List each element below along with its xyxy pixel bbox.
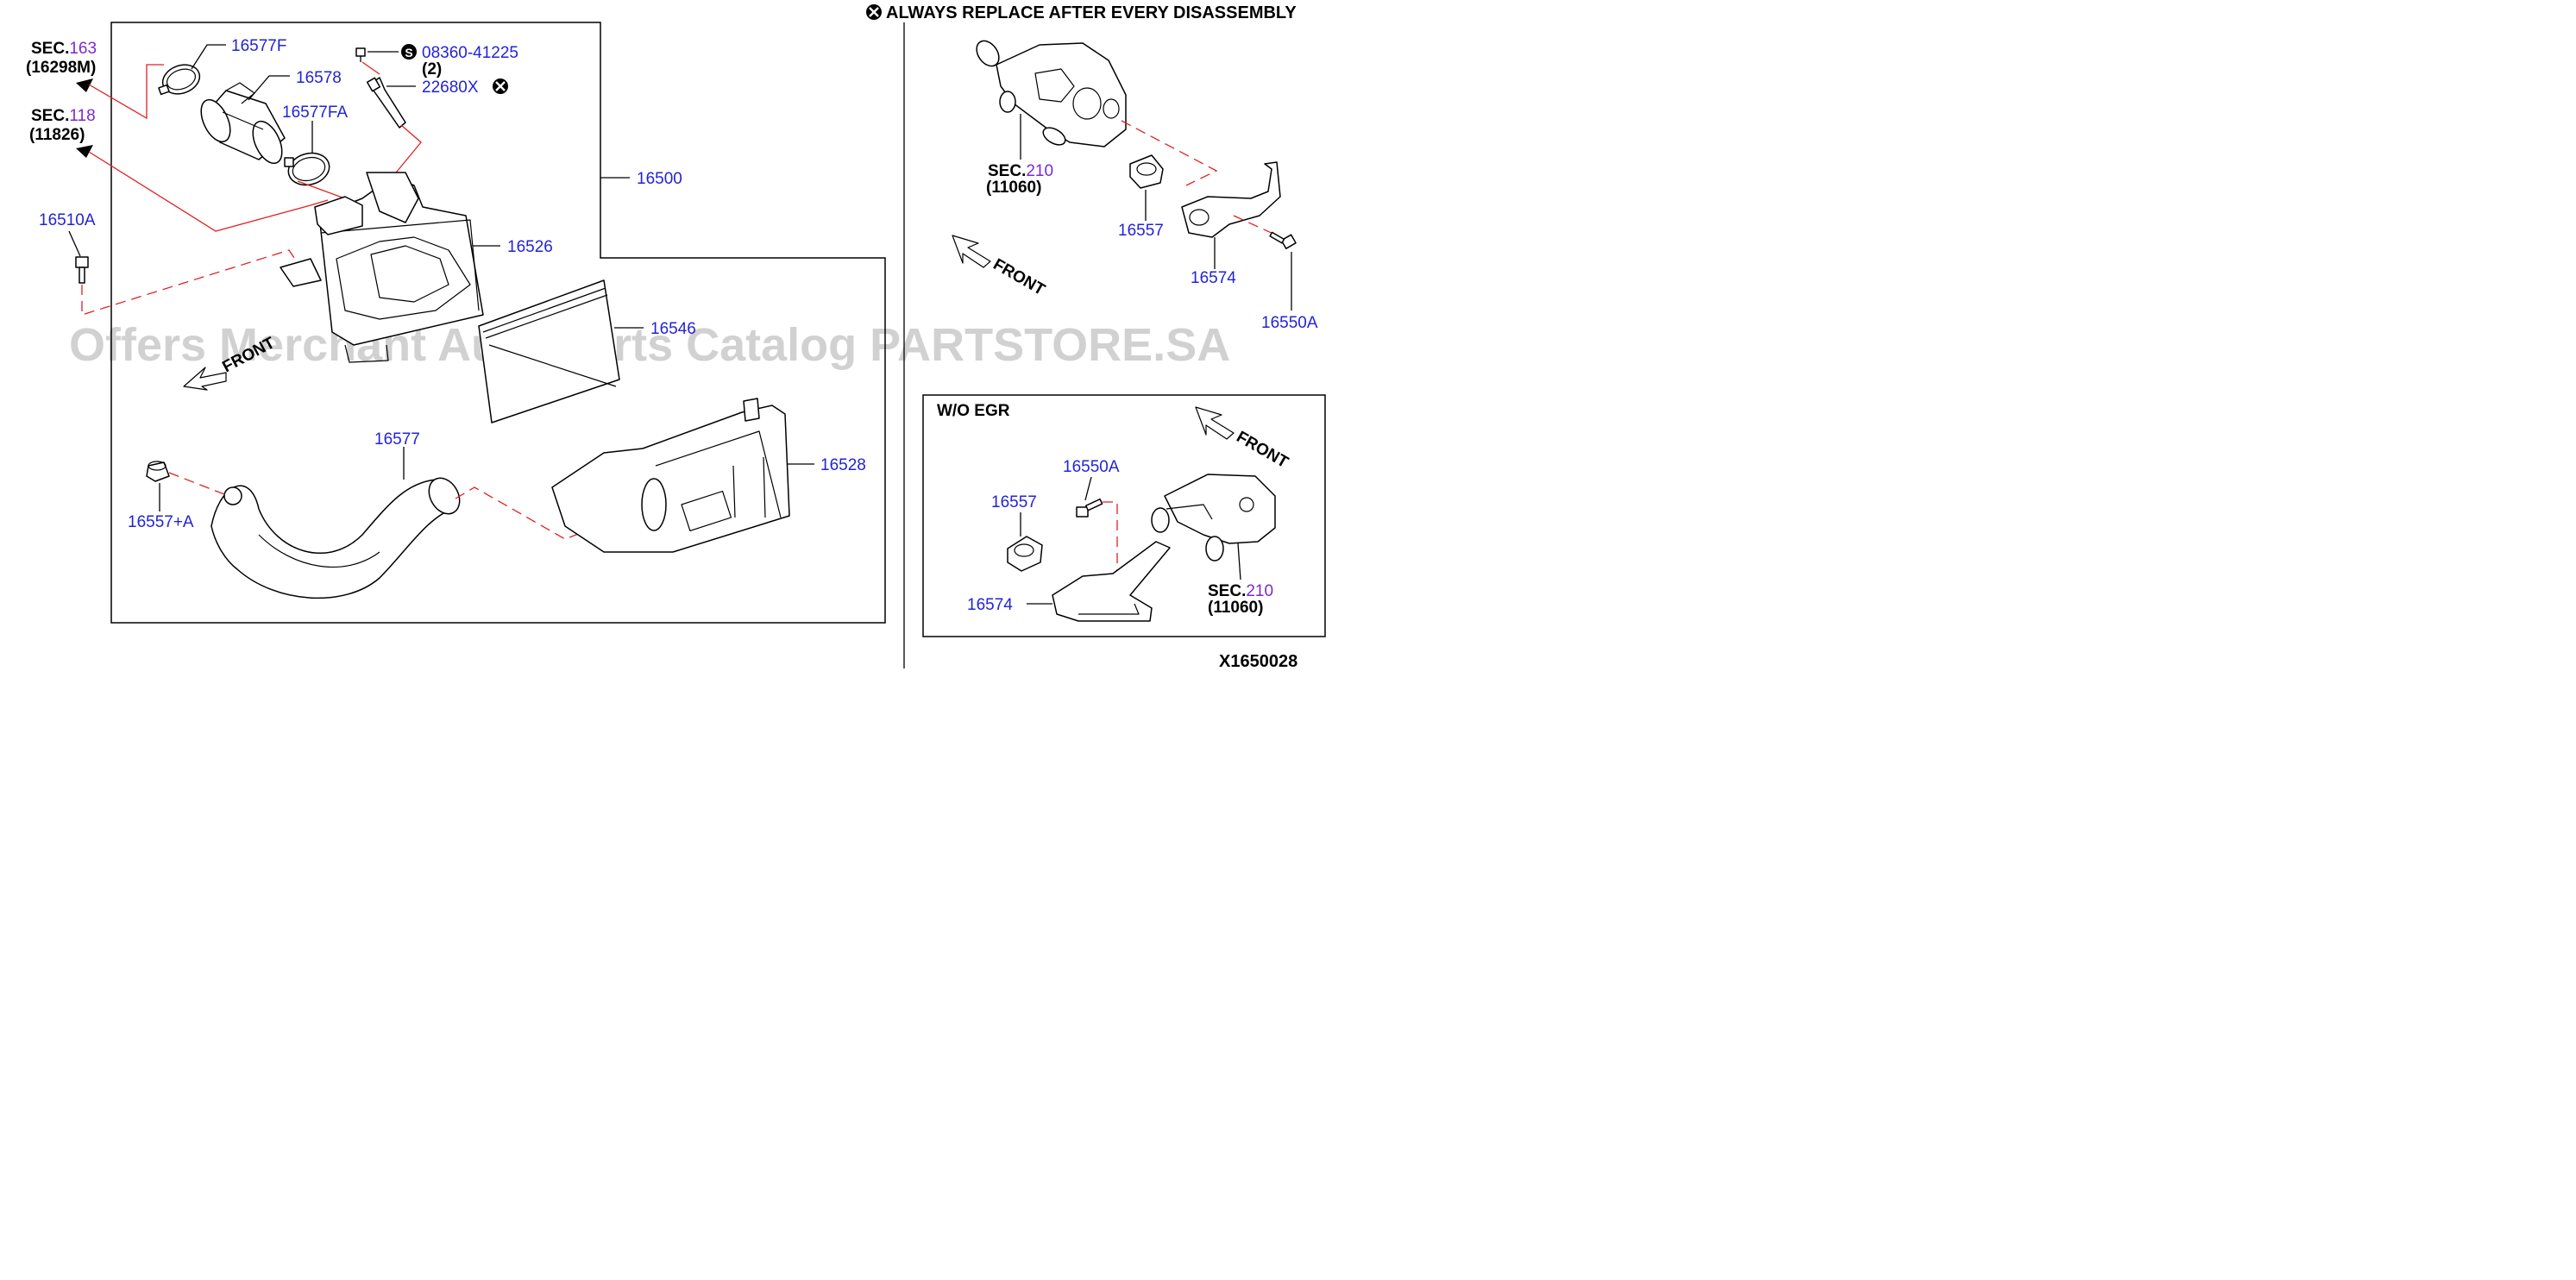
svg-text:SEC.118: SEC.118 [31, 107, 96, 125]
leader-163 [88, 64, 164, 120]
air-duct-16577[interactable] [210, 473, 466, 599]
sec-prefix: SEC. [988, 162, 1026, 180]
label-16574[interactable]: 16574 [1191, 269, 1236, 287]
leader-16574-red [1233, 215, 1276, 235]
section-ref-118[interactable]: SEC.118 (11826) [29, 107, 96, 144]
inset-title: W/O EGR [937, 402, 1010, 420]
sec-sub: (11826) [29, 126, 85, 144]
label-16578[interactable]: 16578 [296, 69, 342, 87]
parts-diagram: Offers Merchant Auto Parts Catalog PARTS… [0, 0, 1348, 671]
s-symbol-letter: S [405, 46, 412, 60]
leader-16577F [191, 44, 226, 70]
leader-16510A-red [81, 249, 298, 316]
section-ref-210-inset[interactable]: SEC.210 (11060) [1208, 582, 1273, 617]
grommet-16557A[interactable] [146, 461, 170, 482]
assembly-16500-frame [110, 22, 886, 624]
sec-prefix: SEC. [31, 40, 69, 58]
inset-leader-16550A [1084, 476, 1092, 501]
sec-number: 210 [1026, 162, 1053, 180]
arrow-163-icon [76, 78, 93, 92]
screw-08360[interactable] [355, 47, 366, 62]
clamp-16577F[interactable] [158, 60, 204, 98]
section-ref-210-upper[interactable]: SEC.210 (11060) [986, 162, 1053, 197]
sec-number: 210 [1246, 582, 1273, 600]
leader-fa-red [297, 180, 350, 201]
label-16526[interactable]: 16526 [507, 238, 553, 256]
water-outlet-housing[interactable] [972, 37, 1127, 148]
diagram-id: X1650028 [1219, 652, 1297, 671]
leader-screw-red [361, 61, 380, 75]
bracket-16574[interactable] [1181, 161, 1281, 238]
leader-housing-red [1121, 120, 1218, 186]
sec-prefix: SEC. [1208, 582, 1246, 600]
s-symbol-icon [401, 44, 417, 60]
sec-sub: (11060) [986, 179, 1041, 197]
label-16557[interactable]: 16557 [1118, 222, 1164, 240]
watermark: Offers Merchant Auto Parts Catalog PARTS… [69, 319, 1230, 371]
airflow-meter-16578[interactable] [195, 82, 287, 167]
sec-prefix: SEC. [31, 107, 69, 125]
front-label: FRONT [990, 255, 1049, 299]
leader-sensor-red [392, 124, 422, 178]
bolt-16510A[interactable] [75, 256, 89, 284]
label-16557A[interactable]: 16557+A [128, 513, 194, 531]
inset-label-16550A[interactable]: 16550A [1063, 458, 1120, 476]
replace-note-text: ALWAYS REPLACE AFTER EVERY DISASSEMBLY [886, 3, 1297, 22]
label-16550A[interactable]: 16550A [1261, 314, 1318, 332]
clamp-16577FA[interactable] [284, 148, 333, 189]
label-08360-qty: (2) [422, 60, 442, 78]
svg-text:SEC.210: SEC.210 [988, 162, 1053, 180]
label-16500[interactable]: 16500 [637, 170, 682, 188]
front-arrow-upper: FRONT [952, 235, 1048, 299]
inset-label-16574[interactable]: 16574 [967, 596, 1013, 614]
label-16510A[interactable]: 16510A [39, 211, 96, 229]
leader-118 [88, 151, 329, 232]
air-cleaner-lower-16528[interactable] [551, 398, 790, 553]
label-16546[interactable]: 16546 [650, 320, 696, 338]
inset-grommet-16557[interactable] [1007, 536, 1043, 572]
leader-16510A [68, 230, 81, 257]
label-16528[interactable]: 16528 [820, 456, 866, 474]
label-22680X[interactable]: 22680X [422, 78, 479, 97]
leader-16577-red [455, 486, 665, 540]
front-label: FRONT [1234, 428, 1292, 472]
filter-element-16546[interactable] [478, 279, 620, 424]
front-arrow-inset: FRONT [1195, 406, 1292, 472]
inset-label-16557[interactable]: 16557 [991, 493, 1037, 511]
arrow-118-icon [76, 145, 93, 158]
sec-sub: (16298M) [26, 59, 96, 77]
bolt-16550A[interactable] [1269, 231, 1297, 249]
label-16577F[interactable]: 16577F [231, 37, 286, 55]
diagram-canvas: Offers Merchant Auto Parts Catalog PARTS… [26, 3, 1326, 671]
sec-number: 163 [69, 40, 97, 58]
label-16577FA[interactable]: 16577FA [282, 104, 348, 122]
inset-wo-egr-frame [922, 394, 1326, 637]
inset-bolt-16550A[interactable] [1076, 498, 1103, 518]
leader-16578 [248, 75, 290, 101]
inset-bracket-16574[interactable] [1052, 541, 1171, 622]
sensor-22680X[interactable] [366, 77, 406, 129]
label-08360[interactable]: 08360-41225 [422, 44, 518, 62]
inset-water-outlet[interactable] [1151, 474, 1276, 562]
sec-sub: (11060) [1208, 599, 1263, 617]
sec-number: 118 [69, 107, 95, 125]
replace-note: ALWAYS REPLACE AFTER EVERY DISASSEMBLY [866, 3, 1297, 22]
inset-leader-sec210 [1237, 543, 1241, 580]
label-16577[interactable]: 16577 [374, 430, 420, 449]
svg-text:SEC.163: SEC.163 [31, 40, 97, 58]
svg-text:SEC.210: SEC.210 [1208, 582, 1273, 600]
leader-16557A-red [168, 472, 229, 497]
grommet-16557[interactable] [1129, 154, 1164, 189]
air-cleaner-upper-16526[interactable] [280, 172, 484, 363]
section-ref-163[interactable]: SEC.163 (16298M) [26, 40, 97, 77]
